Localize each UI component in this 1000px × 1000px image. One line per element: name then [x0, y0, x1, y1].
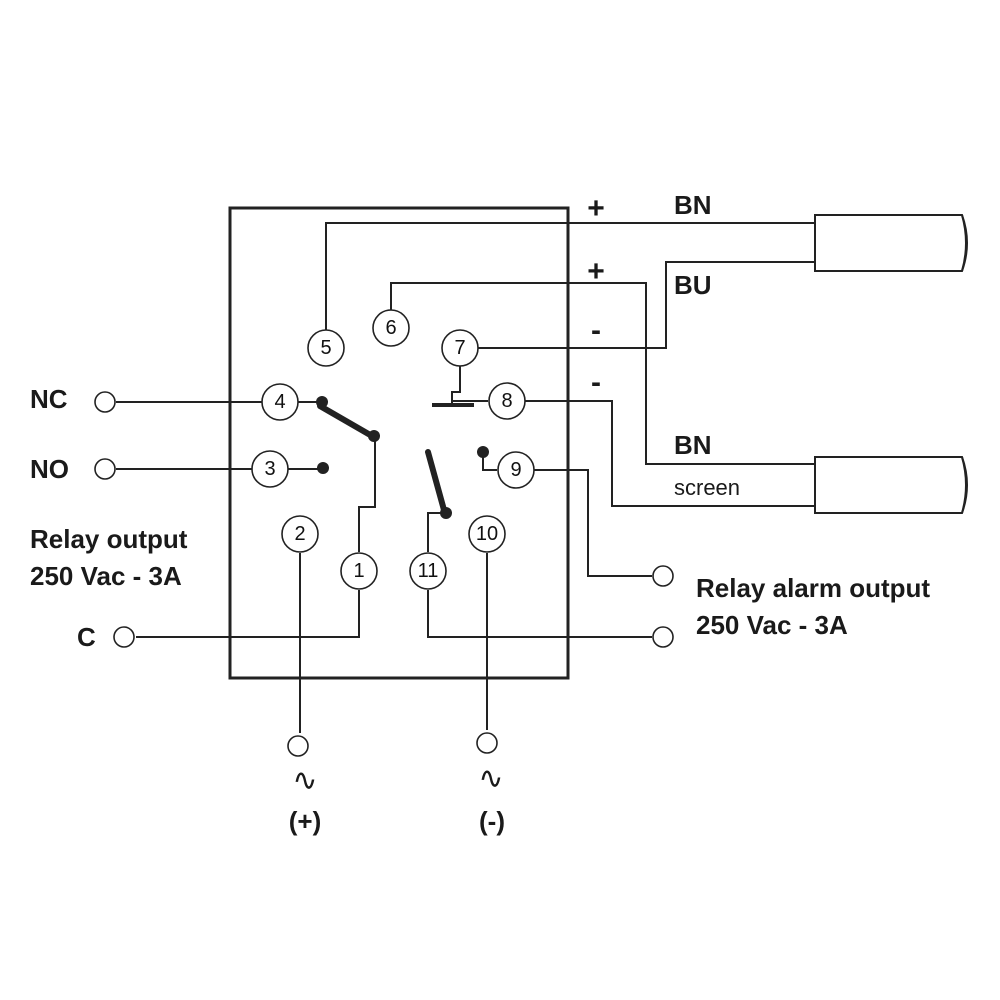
relay-output-blade [317, 403, 375, 439]
pin-10: 10 [468, 515, 506, 553]
label-bn-top: BN [674, 190, 712, 220]
c-terminal [113, 626, 135, 648]
relay-output-title: Relay output [30, 524, 188, 554]
pin-10-label: 10 [476, 523, 498, 545]
alarm-blade [425, 449, 447, 513]
sensor-bottom-body [814, 456, 968, 514]
wire-pin7-bu [478, 261, 814, 349]
alarm-terminal-upper [652, 565, 674, 587]
sensor-top [814, 214, 968, 272]
supply-plus-label: (+) [289, 806, 322, 836]
supply-minus-label: (-) [479, 806, 505, 836]
pin-5-label: 5 [320, 337, 331, 359]
alarm-terminal-lower [652, 626, 674, 648]
pins: 1 2 3 4 5 6 7 8 [251, 309, 535, 590]
label-no: NO [30, 454, 69, 484]
alarm-pivot [440, 507, 452, 519]
label-screen: screen [674, 475, 740, 500]
module-housing [228, 206, 570, 680]
pin-2-label: 2 [294, 523, 305, 545]
nc-contact-dot [316, 396, 328, 408]
wire-c [136, 590, 360, 638]
label-bn-bottom: BN [674, 430, 712, 460]
relay-alarm-rating: 250 Vac - 3A [696, 610, 848, 640]
minus-sign-2: - [591, 366, 601, 399]
wires [116, 222, 814, 733]
pin-11: 11 [409, 552, 447, 590]
ac-symbol-minus: ∿ [478, 761, 503, 796]
pin-3-label: 3 [264, 458, 275, 480]
sensor-top-body [814, 214, 968, 272]
plus-sign-1: + [587, 192, 605, 225]
relay-contacts [316, 396, 489, 519]
supply-plus-terminal [287, 735, 309, 757]
label-nc: NC [30, 384, 68, 414]
minus-sign-1: - [591, 314, 601, 347]
label-c: C [77, 622, 96, 652]
sensor-bottom [814, 456, 968, 514]
nc-terminal [94, 391, 116, 413]
wire-pin6-bn [390, 282, 814, 465]
pin-1-label: 1 [353, 560, 364, 582]
pin-9: 9 [497, 451, 535, 489]
relay-output-rating: 250 Vac - 3A [30, 561, 182, 591]
pin-2: 2 [281, 515, 319, 553]
no-terminal [94, 458, 116, 480]
relay-alarm-title: Relay alarm output [696, 573, 930, 603]
sensor-top-cap [961, 214, 967, 272]
wire-pin7-ground [451, 366, 461, 403]
alarm-contact-dot [477, 446, 489, 458]
ac-symbol-plus: ∿ [292, 763, 317, 798]
pin-4-label: 4 [274, 391, 285, 413]
wire-pin11-pivot [427, 512, 446, 552]
wire-pin5-bn [325, 222, 814, 330]
wire-pin1-pivot [358, 437, 376, 552]
no-contact-dot [317, 462, 329, 474]
pin-8: 8 [488, 382, 526, 420]
terminals [94, 391, 674, 757]
pin-3: 3 [251, 450, 289, 488]
pin-1: 1 [340, 552, 378, 590]
wire-pin11-alarm [427, 590, 652, 638]
pin-6: 6 [372, 309, 410, 347]
sensor-bottom-cap [961, 456, 967, 514]
pin-7-label: 7 [454, 337, 465, 359]
wire-pin8-screen [525, 400, 814, 507]
label-bu: BU [674, 270, 712, 300]
pin-5: 5 [307, 329, 345, 367]
plus-sign-2: + [587, 255, 605, 288]
pin-4: 4 [261, 383, 299, 421]
wire-pin9-alarm [534, 469, 652, 577]
pin-6-label: 6 [385, 317, 396, 339]
pin-8-label: 8 [501, 390, 512, 412]
pin-11-label: 11 [418, 560, 439, 582]
relay-output-pivot [368, 430, 380, 442]
supply-minus-terminal [476, 732, 498, 754]
pin-9-label: 9 [510, 459, 521, 481]
pin-7: 7 [441, 329, 479, 367]
